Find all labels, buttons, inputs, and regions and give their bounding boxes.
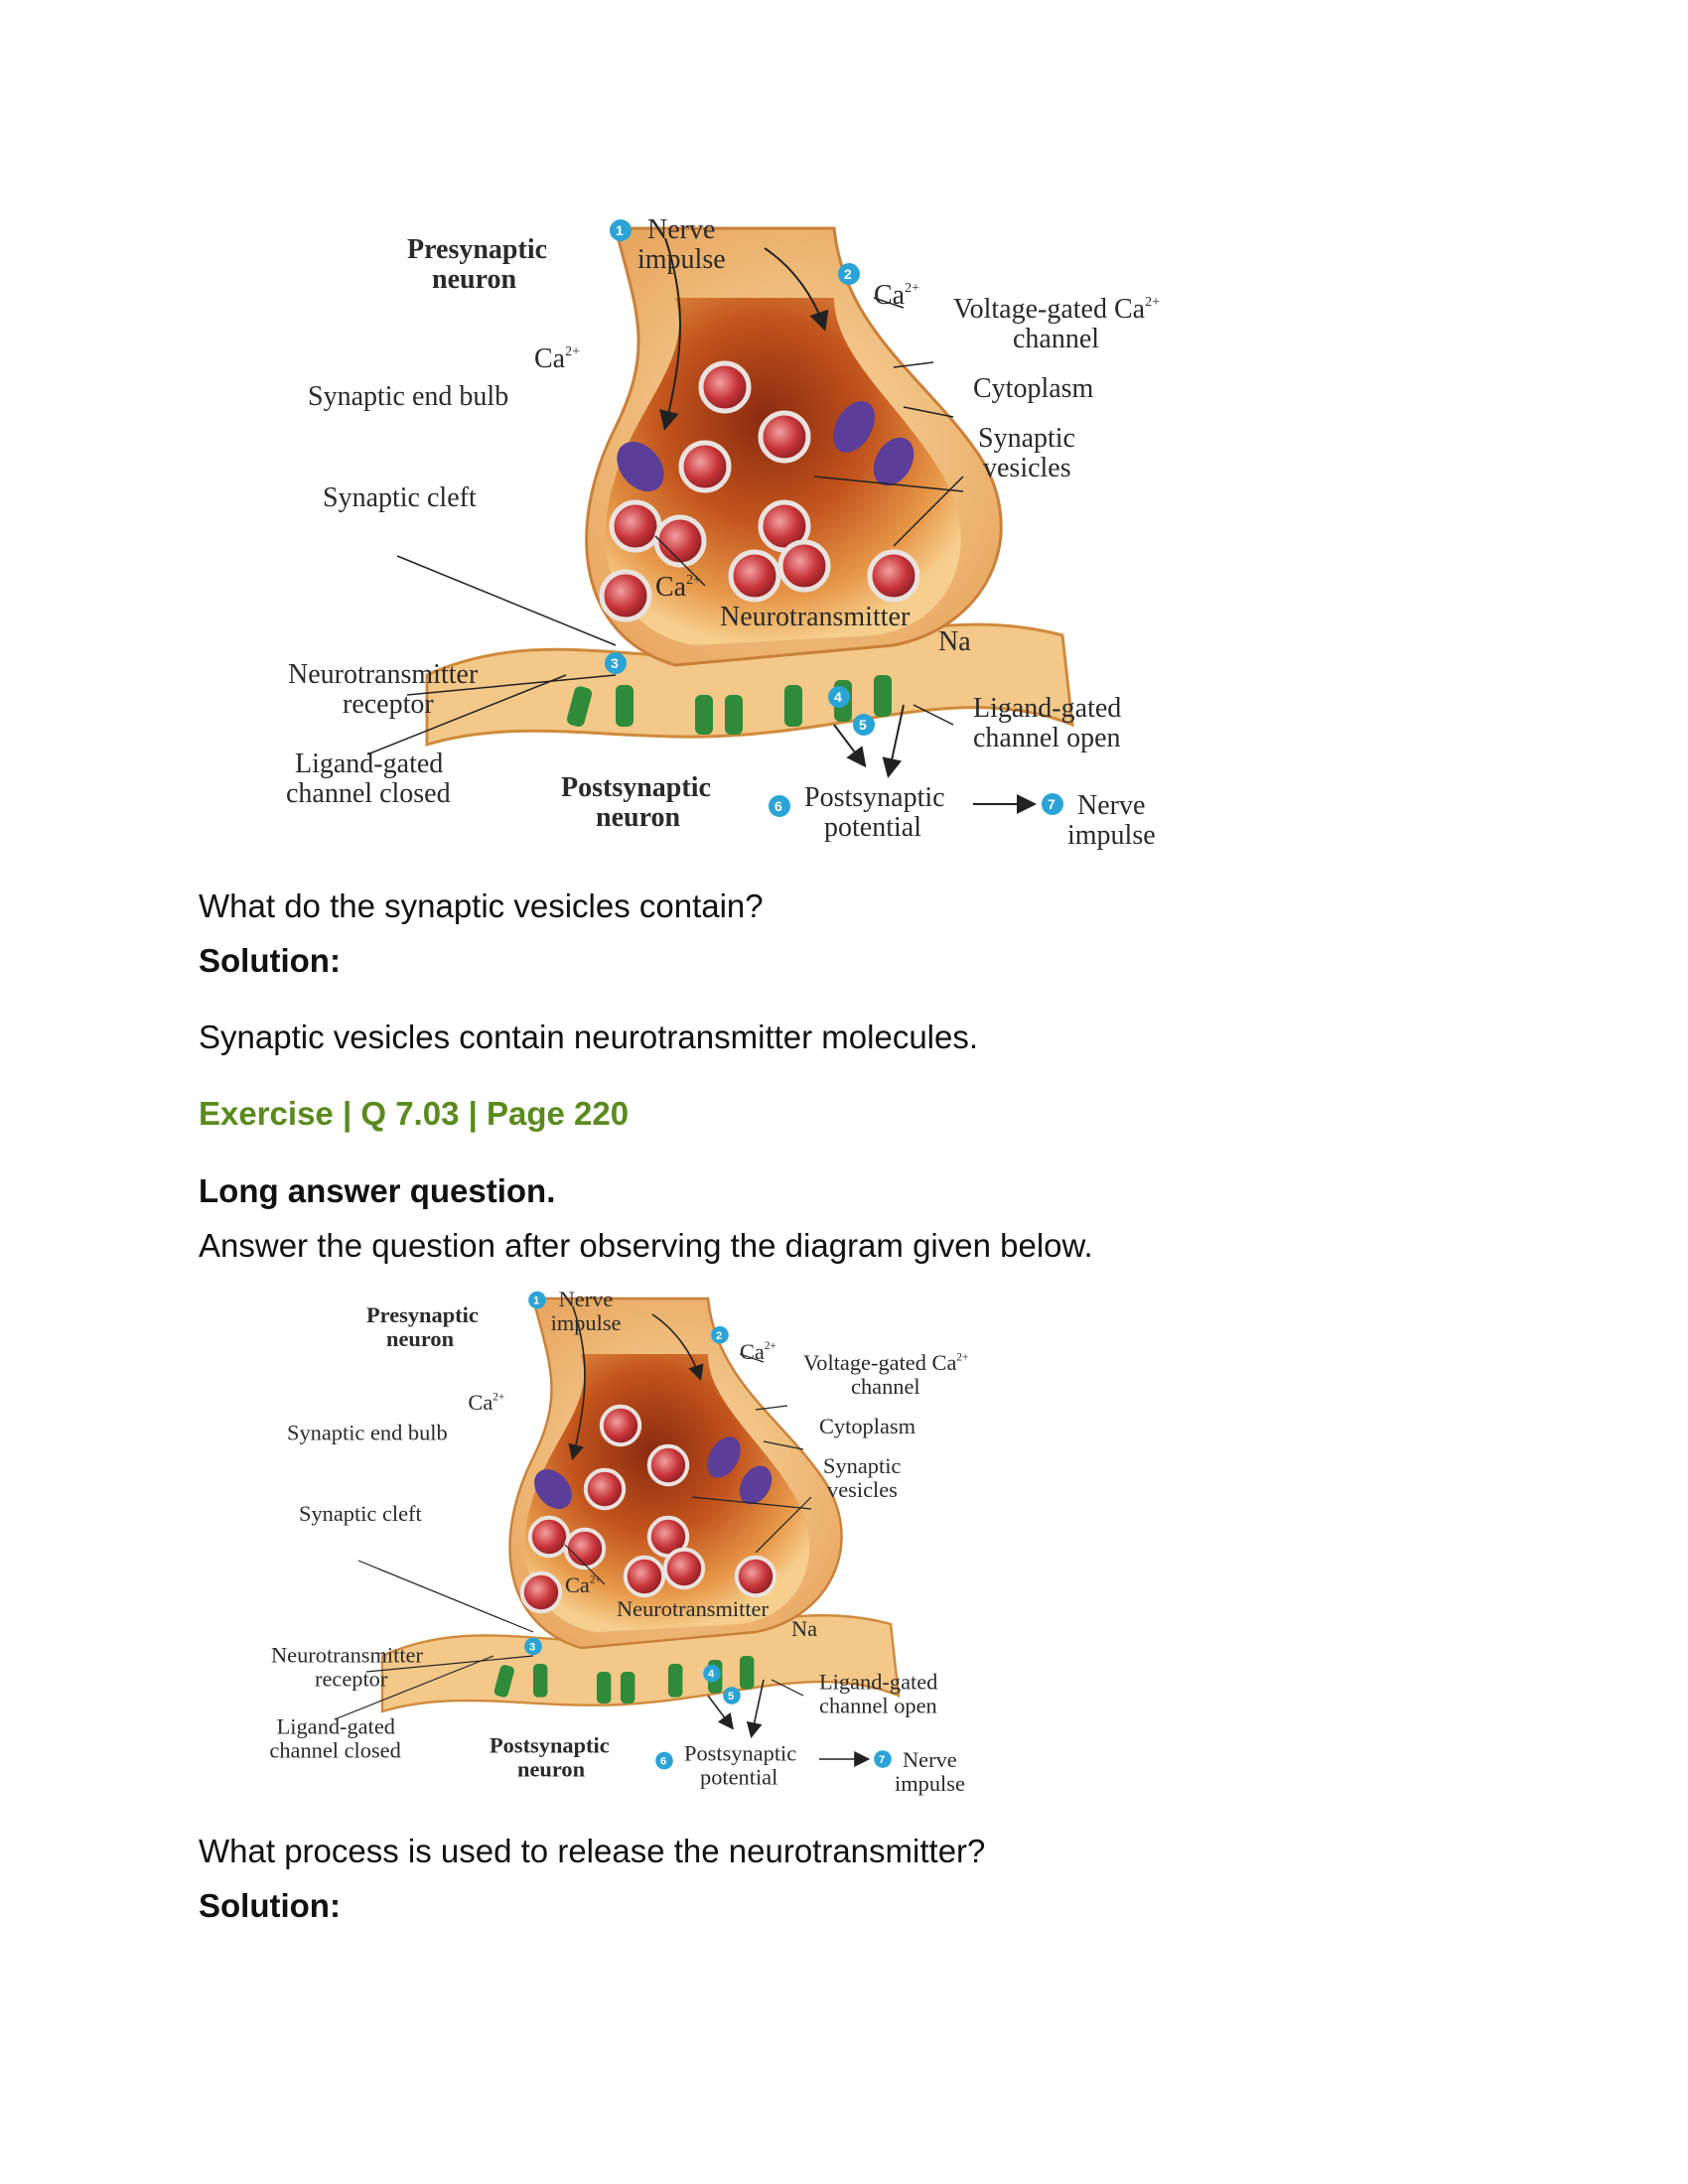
svg-text:Ligand-gated: Ligand-gated xyxy=(295,749,443,779)
label-neurotransmitter: Neurotransmitter xyxy=(720,602,911,632)
svg-text:Ligand-gated: Ligand-gated xyxy=(819,1670,937,1695)
svg-text:Ligand-gated: Ligand-gated xyxy=(277,1713,395,1738)
svg-text:Nerve: Nerve xyxy=(647,214,715,245)
svg-text:3: 3 xyxy=(529,1641,535,1653)
svg-text:5: 5 xyxy=(859,717,867,733)
svg-text:receptor: receptor xyxy=(343,689,434,720)
svg-text:channel open: channel open xyxy=(973,723,1121,753)
svg-text:Ligand-gated: Ligand-gated xyxy=(973,693,1121,724)
svg-text:Nerve: Nerve xyxy=(903,1747,957,1772)
instruction: Answer the question after observing the … xyxy=(199,1227,1093,1264)
svg-text:neuron: neuron xyxy=(596,802,680,833)
svg-text:channel: channel xyxy=(851,1374,920,1399)
svg-text:potential: potential xyxy=(700,1765,777,1790)
svg-text:Voltage-gated Ca2+: Voltage-gated Ca2+ xyxy=(803,1350,968,1375)
svg-text:Neurotransmitter: Neurotransmitter xyxy=(271,1642,423,1667)
calcium-channel-right-2 xyxy=(873,437,914,486)
exercise-heading: Exercise | Q 7.03 | Page 220 xyxy=(199,1095,630,1132)
ligand-open-arrow xyxy=(882,704,905,778)
svg-text:7: 7 xyxy=(1048,796,1055,812)
diagram-labels: Presynaptic neuron Nerve impulse Ca2+ Ca… xyxy=(286,214,1160,851)
svg-text:channel: channel xyxy=(1013,324,1099,354)
svg-text:impulse: impulse xyxy=(895,1771,965,1796)
solution-label-2: Solution: xyxy=(199,1887,341,1924)
svg-text:Synaptic end bulb: Synaptic end bulb xyxy=(287,1420,448,1444)
svg-text:2: 2 xyxy=(844,266,852,282)
svg-text:Voltage-gated Ca2+: Voltage-gated Ca2+ xyxy=(953,294,1160,325)
svg-text:Cytoplasm: Cytoplasm xyxy=(819,1414,916,1438)
synapse-diagram-top: 1 2 3 4 5 6 7 Presynaptic neuron Nerve i… xyxy=(286,214,1160,851)
svg-text:Postsynaptic: Postsynaptic xyxy=(804,782,945,813)
nerve-impulse-arrow-left xyxy=(659,237,681,431)
question-2: What process is used to release the neur… xyxy=(199,1833,986,1869)
synapse-diagram-bottom: 1 2 3 4 5 6 7 Presynaptic neuron Nerve i… xyxy=(269,1287,968,1796)
svg-text:impulse: impulse xyxy=(1067,820,1156,851)
svg-text:Postsynaptic: Postsynaptic xyxy=(561,772,711,803)
svg-text:neuron: neuron xyxy=(517,1757,586,1782)
svg-text:Synaptic: Synaptic xyxy=(823,1453,901,1478)
svg-text:impulse: impulse xyxy=(551,1310,622,1335)
svg-text:2: 2 xyxy=(716,1330,722,1342)
svg-text:channel closed: channel closed xyxy=(286,778,451,809)
svg-text:Na: Na xyxy=(791,1616,817,1641)
synaptic-vesicles xyxy=(599,360,920,622)
svg-text:neuron: neuron xyxy=(432,264,516,295)
svg-text:6: 6 xyxy=(774,798,782,814)
svg-text:Ca2+: Ca2+ xyxy=(740,1339,776,1364)
svg-text:4: 4 xyxy=(708,1669,715,1681)
svg-text:5: 5 xyxy=(728,1691,734,1703)
question-type: Long answer question. xyxy=(199,1172,556,1209)
nerve-impulse-arrow-right xyxy=(764,247,829,332)
question-1: What do the synaptic vesicles contain? xyxy=(199,887,764,924)
svg-text:Ca2+: Ca2+ xyxy=(534,343,580,374)
answer-1: Synaptic vesicles contain neurotransmitt… xyxy=(199,1019,979,1055)
svg-text:Neurotransmitter: Neurotransmitter xyxy=(288,659,479,690)
svg-text:6: 6 xyxy=(660,1756,666,1768)
svg-text:vesicles: vesicles xyxy=(827,1477,898,1502)
svg-text:Presynaptic: Presynaptic xyxy=(366,1302,479,1327)
svg-text:vesicles: vesicles xyxy=(983,453,1071,483)
svg-text:Synaptic: Synaptic xyxy=(978,423,1075,454)
svg-text:Neurotransmitter: Neurotransmitter xyxy=(617,1596,769,1621)
svg-text:Na: Na xyxy=(938,626,971,657)
leader-lines xyxy=(366,297,964,755)
svg-text:Ca2+: Ca2+ xyxy=(655,572,701,603)
svg-text:Ca2+: Ca2+ xyxy=(565,1572,602,1597)
calcium-channel-right-1 xyxy=(833,401,875,453)
svg-text:Ca2+: Ca2+ xyxy=(874,280,919,311)
calcium-channel-left xyxy=(617,441,664,492)
svg-text:Postsynaptic: Postsynaptic xyxy=(684,1741,796,1766)
svg-text:Postsynaptic: Postsynaptic xyxy=(490,1733,610,1758)
label-cytoplasm: Cytoplasm xyxy=(973,373,1094,404)
label-end-bulb: Synaptic end bulb xyxy=(308,381,508,412)
svg-text:channel open: channel open xyxy=(819,1694,937,1718)
svg-text:3: 3 xyxy=(611,655,619,671)
postsynaptic-arrow xyxy=(833,724,867,768)
svg-text:neuron: neuron xyxy=(386,1326,455,1351)
svg-text:7: 7 xyxy=(879,1754,885,1766)
label-cleft: Synaptic cleft xyxy=(323,482,477,513)
svg-text:impulse: impulse xyxy=(637,244,726,275)
svg-text:1: 1 xyxy=(533,1296,539,1307)
svg-text:Synaptic cleft: Synaptic cleft xyxy=(299,1501,423,1526)
svg-text:receptor: receptor xyxy=(315,1666,388,1691)
svg-text:Ca2+: Ca2+ xyxy=(468,1390,504,1415)
svg-text:potential: potential xyxy=(824,812,921,843)
svg-text:4: 4 xyxy=(834,689,842,705)
svg-text:channel closed: channel closed xyxy=(269,1737,400,1762)
solution-label-1: Solution: xyxy=(199,942,341,979)
label-presynaptic: Presynaptic xyxy=(407,234,547,265)
svg-text:1: 1 xyxy=(616,222,624,238)
svg-text:Nerve: Nerve xyxy=(559,1287,614,1311)
step-badges: 1 2 3 4 5 6 7 xyxy=(605,219,1063,817)
svg-text:Nerve: Nerve xyxy=(1077,790,1145,821)
